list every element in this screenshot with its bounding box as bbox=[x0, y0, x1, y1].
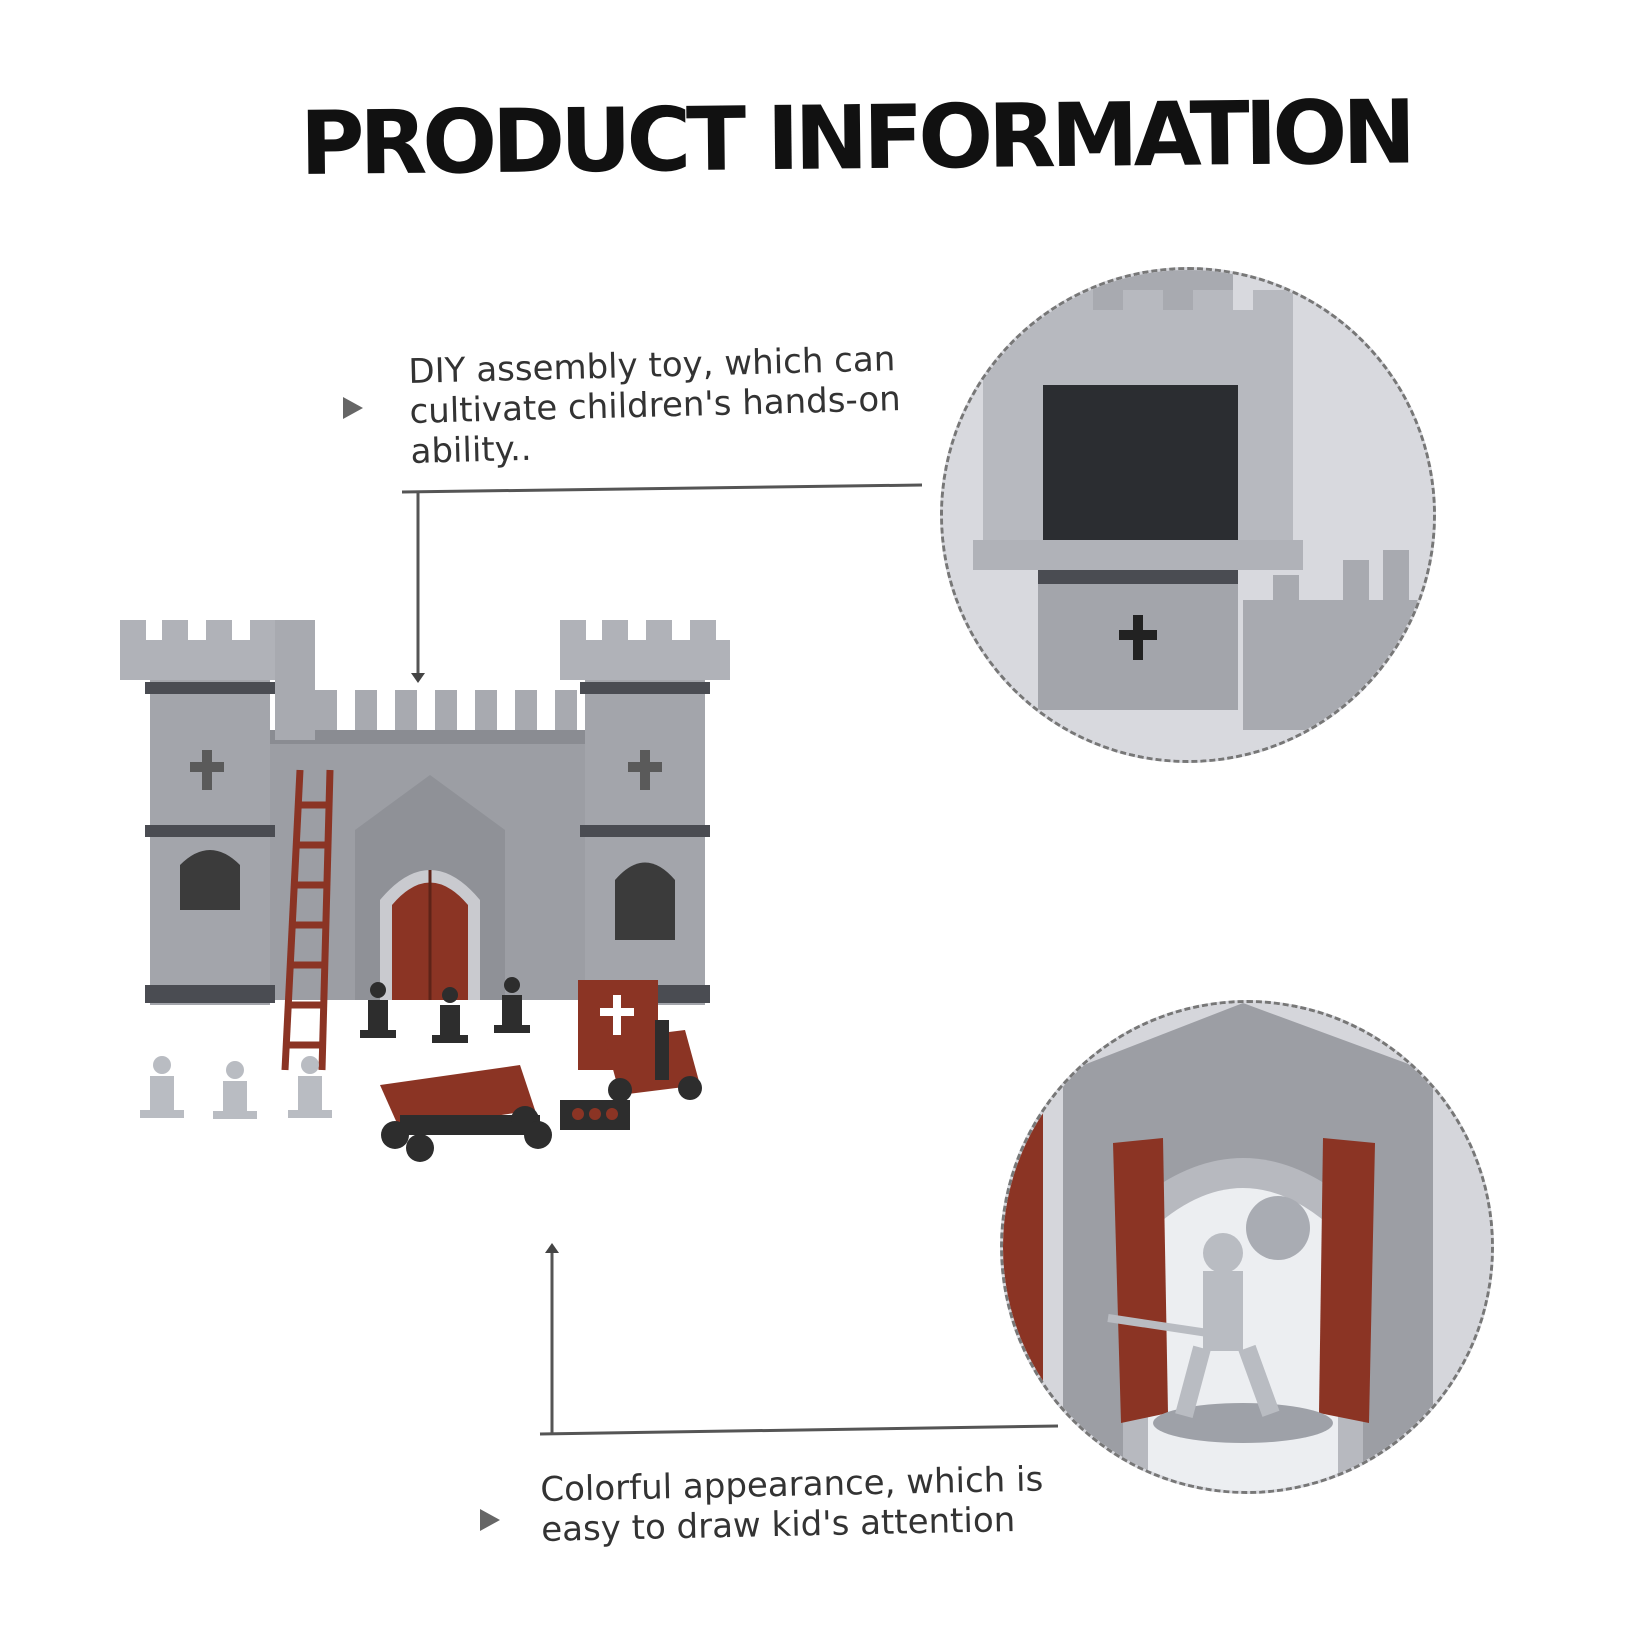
leader-line-bottom-horizontal bbox=[539, 1424, 1059, 1436]
page-title: PRODUCT INFORMATION bbox=[299, 80, 1412, 195]
zoom-gate-knight-image bbox=[1000, 1000, 1494, 1494]
zoom-tower-detail-image bbox=[940, 267, 1436, 763]
feature-callout-diy: DIY assembly toy, which can cultivate ch… bbox=[408, 339, 902, 472]
triangle-right-icon bbox=[480, 1509, 500, 1531]
feature-callout-colorful: Colorful appearance, which is easy to dr… bbox=[540, 1459, 1044, 1550]
triangle-right-icon bbox=[343, 397, 363, 419]
castle-product-image bbox=[110, 620, 760, 1220]
leader-line-top-horizontal bbox=[401, 483, 923, 494]
